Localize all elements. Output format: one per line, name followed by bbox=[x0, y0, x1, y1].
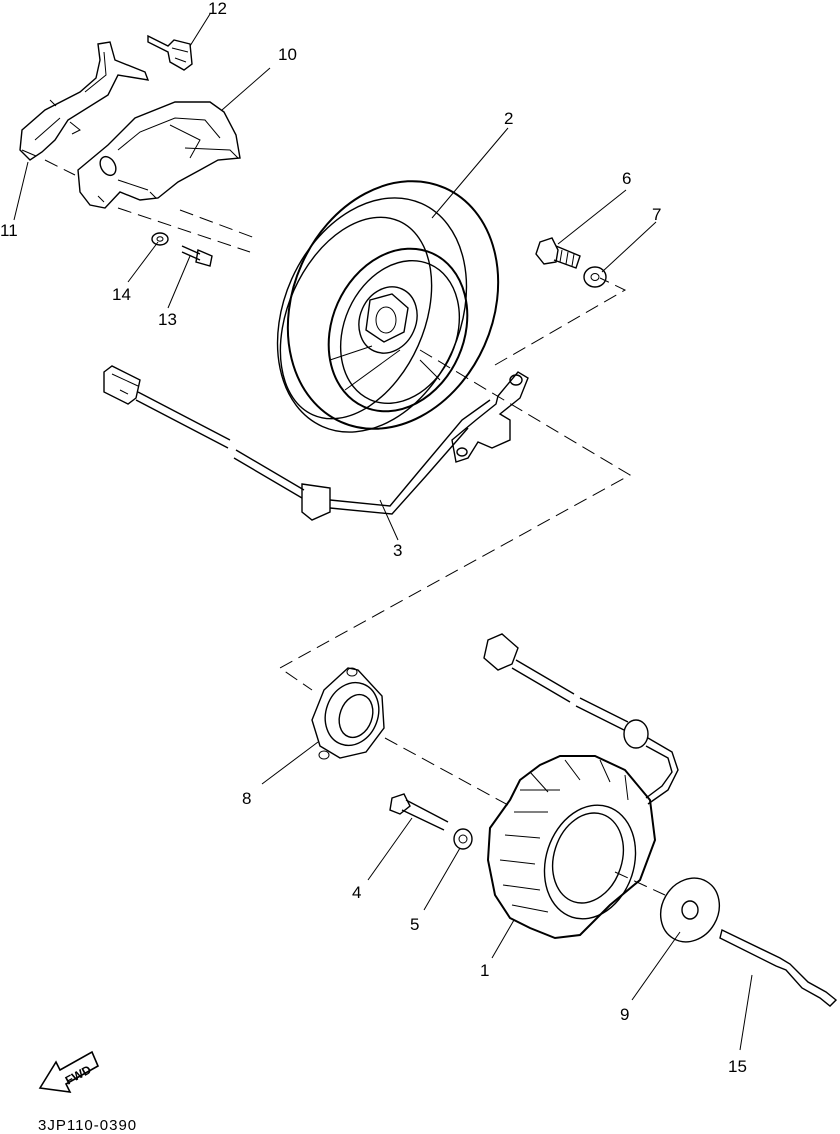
callout-9: 9 bbox=[620, 1005, 629, 1024]
part-1-stator bbox=[483, 633, 679, 940]
part-4-screw bbox=[389, 793, 449, 831]
assembly-guide-lines bbox=[44, 159, 666, 896]
part-15-wire-clamp bbox=[719, 928, 838, 1007]
callout-4: 4 bbox=[352, 883, 361, 902]
part-8-seal-holder bbox=[311, 667, 385, 760]
fwd-arrow-indicator: FWD bbox=[38, 1050, 100, 1093]
part-7-washer bbox=[583, 266, 607, 288]
callout-5: 5 bbox=[410, 915, 419, 934]
part-14-washer bbox=[151, 232, 169, 246]
part-10-cover-plate bbox=[77, 101, 241, 209]
part-13-bolt bbox=[181, 245, 213, 267]
callout-14: 14 bbox=[112, 285, 131, 304]
leader-lines bbox=[13, 13, 753, 1051]
callout-11: 11 bbox=[0, 221, 18, 240]
part-9-washer bbox=[659, 877, 721, 943]
fwd-arrow-icon bbox=[38, 1050, 100, 1093]
part-11-bracket bbox=[19, 41, 150, 161]
part-5-nut bbox=[453, 828, 473, 850]
callout-2: 2 bbox=[504, 109, 513, 128]
callout-7: 7 bbox=[652, 205, 661, 224]
callout-10: 10 bbox=[278, 45, 297, 64]
callout-1: 1 bbox=[480, 961, 489, 980]
callout-6: 6 bbox=[622, 169, 631, 188]
part-12-clip bbox=[147, 34, 193, 71]
callout-8: 8 bbox=[242, 789, 251, 808]
callout-12: 12 bbox=[208, 0, 227, 18]
callout-15: 15 bbox=[728, 1057, 747, 1076]
callout-13: 13 bbox=[158, 310, 177, 329]
callout-3: 3 bbox=[393, 541, 402, 560]
part-6-bolt bbox=[535, 237, 581, 269]
drawing-code: 3JP110-0390 bbox=[38, 1117, 137, 1134]
callout-labels: 2 10 12 11 14 13 6 7 3 8 4 5 1 9 15 bbox=[0, 0, 747, 1076]
part-2-rotor bbox=[276, 180, 500, 433]
part-3-pickup-coil bbox=[103, 365, 529, 521]
